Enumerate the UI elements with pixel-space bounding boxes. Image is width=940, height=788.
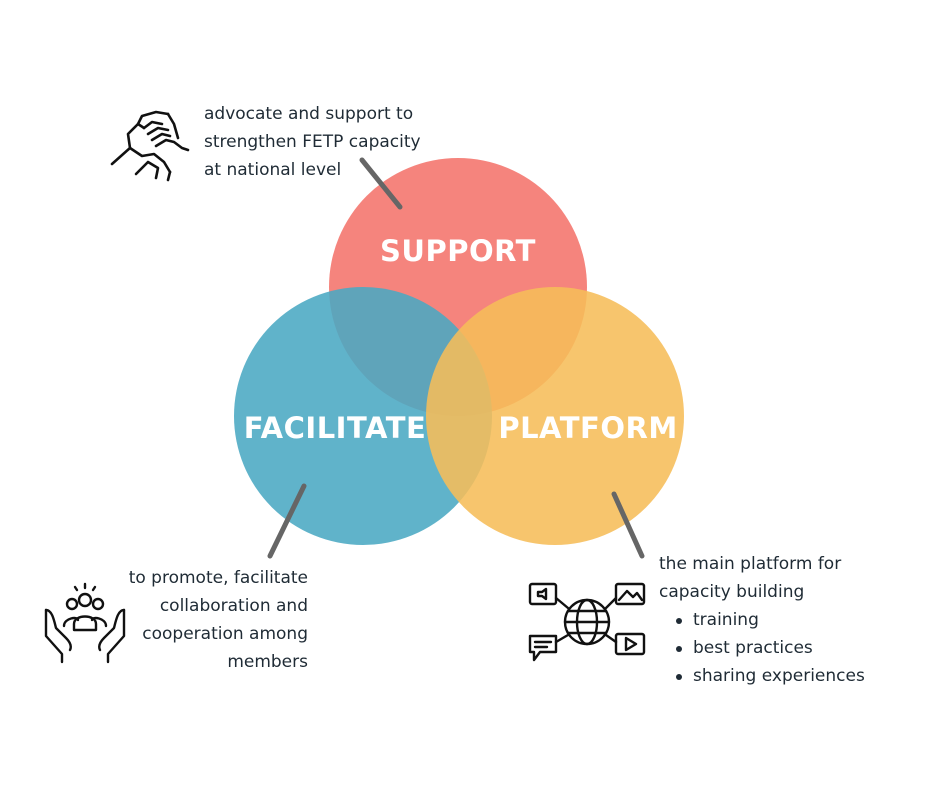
platform-bullet-item: best practices [659, 634, 865, 662]
platform-connector [611, 491, 645, 559]
platform-note-line: the main platform for [659, 554, 842, 574]
platform-bullet-list: training best practices sharing experien… [659, 606, 865, 690]
platform-label: PLATFORM [498, 411, 678, 445]
facilitate-note-line: to promote, facilitate [128, 568, 308, 588]
platform-bullet-item: training [659, 606, 865, 634]
facilitate-note: to promote, facilitate collaboration and… [108, 564, 308, 676]
handshake-icon [110, 110, 190, 182]
globe-network-icon [528, 582, 646, 662]
support-note-line: strengthen FETP capacity [204, 132, 421, 152]
facilitate-circle [234, 287, 492, 545]
platform-note-line: capacity building [659, 582, 805, 602]
support-connector [359, 157, 403, 210]
platform-note: the main platform for capacity building … [659, 550, 865, 690]
support-note-line: advocate and support to [204, 104, 414, 124]
facilitate-label: FACILITATE [243, 411, 427, 445]
facilitate-note-line: collaboration and [159, 596, 308, 616]
hands-supporting-people-icon [44, 582, 126, 664]
facilitate-connector [267, 483, 307, 559]
platform-circle [426, 287, 684, 545]
support-note-line: at national level [204, 160, 342, 180]
support-label: SUPPORT [380, 234, 536, 268]
facilitate-note-line: members [227, 652, 308, 672]
support-note: advocate and support to strengthen FETP … [204, 100, 421, 184]
platform-bullet-item: sharing experiences [659, 662, 865, 690]
facilitate-note-line: cooperation among [142, 624, 308, 644]
